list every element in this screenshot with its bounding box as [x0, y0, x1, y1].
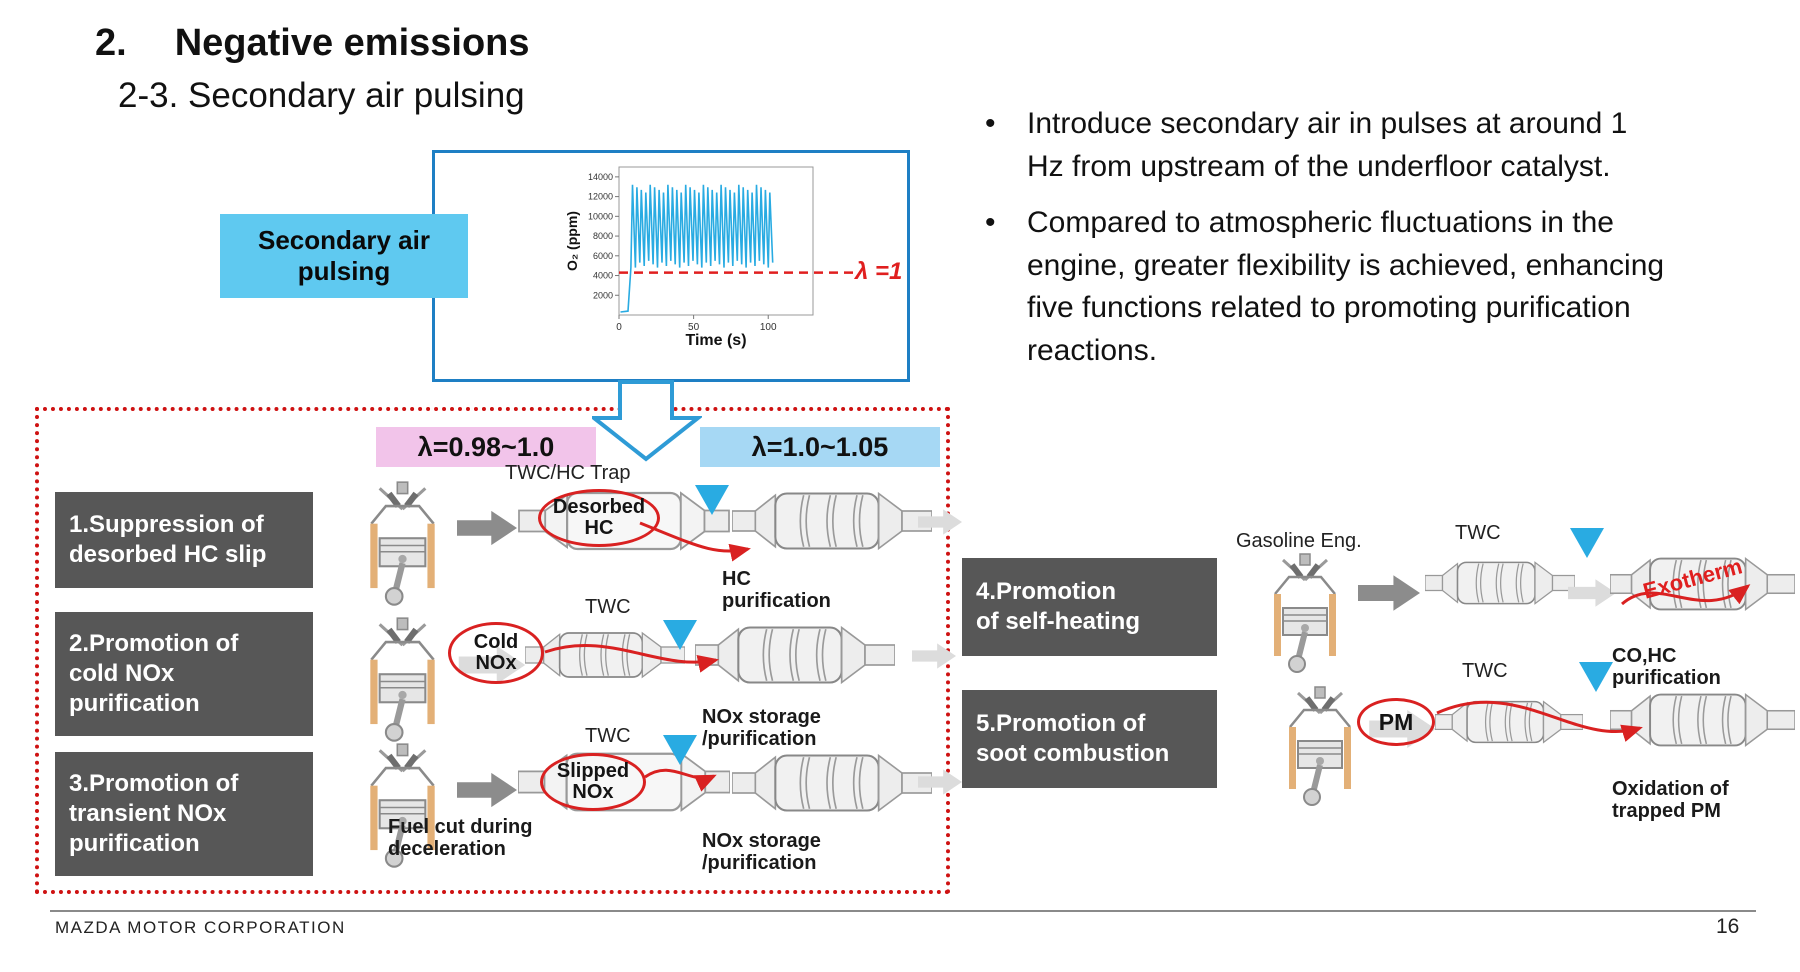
flow-arrow-icon — [912, 643, 956, 669]
function-3-title: 3.Promotion of transient NOx purificatio… — [69, 770, 239, 857]
function-1-box: 1.Suppression of desorbed HC slip — [55, 492, 313, 588]
bullet-marker: • — [985, 107, 996, 140]
exhaust-arrow-icon — [457, 772, 517, 808]
engine-icon — [370, 618, 434, 741]
twc-label-2: TWC — [585, 596, 631, 618]
twc-icon — [525, 631, 685, 679]
gasoline-engine-label: Gasoline Eng. — [1236, 530, 1362, 552]
function-3-box: 3.Promotion of transient NOx purificatio… — [55, 752, 313, 876]
bullet-list: • Introduce secondary air in pulses at a… — [985, 103, 1665, 387]
twc-hc-trap-label: TWC/HC Trap — [505, 462, 631, 484]
lambda-1-label: λ =1 — [855, 258, 903, 285]
air-injection-icon-1 — [695, 485, 729, 515]
page-number: 16 — [1716, 915, 1740, 938]
lambda-rich-chip: λ=0.98~1.0 — [376, 427, 596, 467]
twc-icon — [1425, 561, 1575, 605]
twc-label-3: TWC — [585, 725, 631, 747]
pulse-chart: 2000 4000 6000 8000 10000 12000 14000 0 50 100 O₂ … — [564, 166, 861, 349]
function-1-title: 1.Suppression of desorbed HC slip — [69, 511, 267, 568]
air-injection-icon-3 — [663, 735, 697, 765]
svg-text:14000: 14000 — [588, 172, 613, 182]
svg-text:6000: 6000 — [593, 251, 613, 261]
twc-label-4: TWC — [1455, 522, 1501, 544]
bullet-text-2: Compared to atmospheric fluctuations in … — [1027, 206, 1665, 367]
svg-text:12000: 12000 — [588, 192, 613, 202]
engine-icon — [1289, 687, 1351, 805]
bullet-marker: • — [985, 206, 996, 240]
catalyst-icon — [732, 754, 932, 812]
catalyst-icon — [732, 492, 932, 550]
fuel-cut-label: Fuel cut during deceleration — [388, 816, 533, 861]
svg-text:O₂ (ppm): O₂ (ppm) — [564, 211, 580, 271]
air-injection-icon-5 — [1579, 662, 1613, 692]
exhaust-arrow-icon — [457, 510, 517, 546]
diagram-transient-nox — [340, 732, 962, 897]
svg-text:Time (s): Time (s) — [685, 332, 746, 349]
slipped-nox-annotation: Slipped NOx — [540, 753, 646, 811]
footer-company: MAZDA MOTOR CORPORATION — [55, 918, 346, 937]
function-2-box: 2.Promotion of cold NOx purification — [55, 612, 313, 736]
co-hc-purification-label: CO,HC purification — [1612, 645, 1721, 690]
function-5-title: 5.Promotion of soot combustion — [976, 710, 1170, 767]
engine-icon — [370, 482, 434, 605]
air-injection-icon-4 — [1570, 528, 1604, 558]
svg-text:2000: 2000 — [593, 290, 613, 300]
title-text: Negative emissions — [174, 22, 530, 64]
functions-panel-border — [35, 407, 950, 894]
svg-text:8000: 8000 — [593, 231, 613, 241]
twc-icon — [1435, 700, 1583, 744]
page-subtitle: 2-3. Secondary air pulsing — [118, 76, 525, 115]
svg-text:50: 50 — [688, 322, 700, 333]
title-number: 2. — [95, 22, 127, 64]
catalyst-icon — [1610, 693, 1795, 747]
svg-text:0: 0 — [616, 322, 622, 333]
lambda-lean-chip: λ=1.0~1.05 — [700, 427, 940, 467]
twc-label-5: TWC — [1462, 660, 1508, 682]
nox-storage-label-2: NOx storage /purification — [702, 706, 821, 751]
oxidation-label: Oxidation of trapped PM — [1612, 778, 1729, 823]
page-title: 2. Negative emissions — [95, 22, 530, 65]
pm-annotation: PM — [1357, 698, 1435, 746]
nox-storage-label-3: NOx storage /purification — [702, 830, 821, 875]
bullet-item: • Introduce secondary air in pulses at a… — [985, 103, 1665, 188]
function-5-box: 5.Promotion of soot combustion — [962, 690, 1217, 788]
svg-text:100: 100 — [760, 322, 777, 333]
bullet-item: • Compared to atmospheric fluctuations i… — [985, 202, 1665, 372]
footer-divider — [50, 910, 1756, 912]
exhaust-arrow-icon — [1358, 575, 1420, 611]
secondary-air-pulsing-label: Secondary air pulsing — [220, 214, 468, 298]
pulse-chart-panel: 2000 4000 6000 8000 10000 12000 14000 0 50 100 O₂ … — [432, 150, 910, 382]
desorbed-hc-annotation: Desorbed HC — [538, 489, 660, 547]
svg-text:10000: 10000 — [588, 211, 613, 221]
hc-purification-label: HC purification — [722, 568, 831, 613]
function-4-box: 4.Promotion of self-heating — [962, 558, 1217, 656]
svg-text:4000: 4000 — [593, 271, 613, 281]
cold-nox-annotation: Cold NOx — [448, 622, 544, 684]
bullet-text-1: Introduce secondary air in pulses at aro… — [1027, 107, 1628, 183]
air-injection-icon-2 — [663, 620, 697, 650]
flow-arrow-icon — [1568, 579, 1616, 607]
function-4-title: 4.Promotion of self-heating — [976, 578, 1141, 635]
catalyst-icon — [695, 626, 895, 684]
function-2-title: 2.Promotion of cold NOx purification — [69, 630, 239, 717]
down-arrow — [592, 380, 702, 462]
